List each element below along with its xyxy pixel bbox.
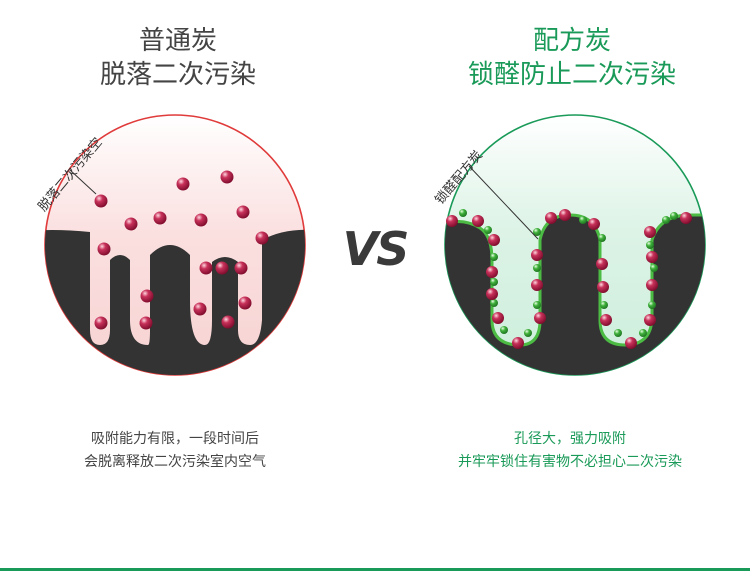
pollutant-particle <box>177 178 190 191</box>
pollutant-particle <box>597 281 609 293</box>
pollutant-particle <box>237 206 250 219</box>
pollutant-particle <box>600 314 612 326</box>
pollutant-particle <box>216 262 229 275</box>
formula-particle <box>524 329 532 337</box>
formula-particle <box>600 301 608 309</box>
left-caption-line1: 吸附能力有限，一段时间后 <box>15 428 335 451</box>
right-caption-line2: 并牢牢锁住有害物不必担心二次污染 <box>410 451 730 474</box>
left-carbon-circle: 脱落二次污染空 <box>20 115 330 420</box>
pollutant-particle <box>256 232 269 245</box>
pollutant-particle <box>140 317 153 330</box>
pollutant-particle <box>446 215 458 227</box>
formula-particle <box>670 212 678 220</box>
pollutant-particle <box>154 212 167 225</box>
pollutant-particle <box>222 316 235 329</box>
right-carbon-block <box>430 215 720 420</box>
formula-particle <box>533 264 541 272</box>
pollutant-particle <box>625 337 637 349</box>
left-caption-line2: 会脱离释放二次污染室内空气 <box>15 451 335 474</box>
pollutant-particle <box>531 279 543 291</box>
pollutant-particle <box>125 218 138 231</box>
formula-particle <box>490 299 498 307</box>
pollutant-particle <box>235 262 248 275</box>
left-caption: 吸附能力有限，一段时间后 会脱离释放二次污染室内空气 <box>15 428 335 474</box>
pollutant-particle <box>95 195 108 208</box>
pollutant-particle <box>588 218 600 230</box>
pollutant-particle <box>492 312 504 324</box>
left-carbon-block <box>20 230 330 420</box>
pollutant-particle <box>534 312 546 324</box>
pollutant-particle <box>596 258 608 270</box>
formula-particle <box>648 301 656 309</box>
formula-particle <box>490 278 498 286</box>
pollutant-particle <box>646 251 658 263</box>
formula-particle <box>533 301 541 309</box>
pollutant-particle <box>644 226 656 238</box>
pollutant-particle <box>644 314 656 326</box>
formula-particle <box>484 226 492 234</box>
formula-particle <box>598 234 606 242</box>
pollutant-particle <box>486 266 498 278</box>
pollutant-particle <box>488 234 500 246</box>
pollutant-particle <box>195 214 208 227</box>
right-carbon-circle: 锁醛配方炭 <box>430 115 720 420</box>
pollutant-particle <box>559 209 571 221</box>
pollutant-particle <box>141 290 154 303</box>
pollutant-particle <box>486 288 498 300</box>
pollutant-particle <box>512 337 524 349</box>
pollutant-particle <box>221 171 234 184</box>
formula-particle <box>650 264 658 272</box>
pollutant-particle <box>646 279 658 291</box>
pollutant-particle <box>95 317 108 330</box>
pollutant-particle <box>194 303 207 316</box>
formula-particle <box>639 329 647 337</box>
pollutant-particle <box>545 212 557 224</box>
formula-particle <box>490 253 498 261</box>
vs-label: VS <box>338 222 412 276</box>
formula-particle <box>579 216 587 224</box>
formula-particle <box>459 209 467 217</box>
right-caption-line1: 孔径大，强力吸附 <box>410 428 730 451</box>
pollutant-particle <box>472 215 484 227</box>
formula-particle <box>500 326 508 334</box>
pollutant-particle <box>98 243 111 256</box>
pollutant-particle <box>680 212 692 224</box>
pollutant-particle <box>531 249 543 261</box>
formula-particle <box>646 241 654 249</box>
pollutant-particle <box>239 297 252 310</box>
formula-particle <box>662 216 670 224</box>
pollutant-particle <box>200 262 213 275</box>
right-caption: 孔径大，强力吸附 并牢牢锁住有害物不必担心二次污染 <box>410 428 730 474</box>
formula-particle <box>614 329 622 337</box>
